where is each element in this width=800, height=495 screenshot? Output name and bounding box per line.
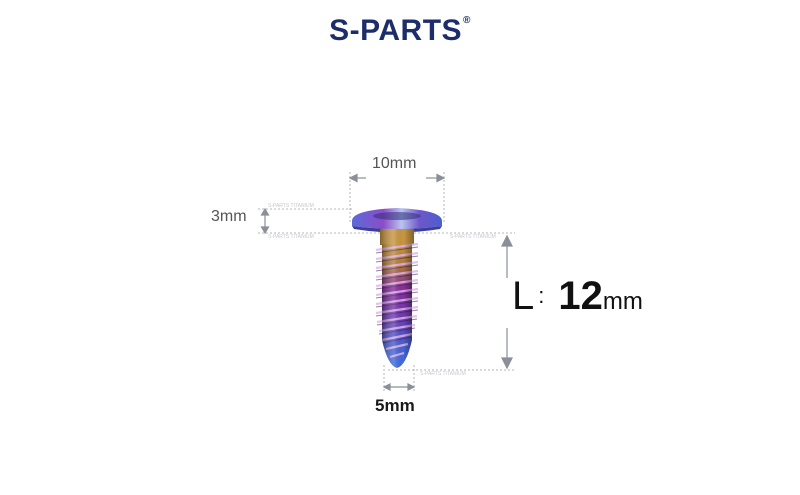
- dimension-arrows: [260, 173, 513, 391]
- length-unit: mm: [602, 288, 643, 315]
- watermark-text: S-PARTS TITANIUM: [268, 234, 314, 240]
- watermark-text: S-PARTS TITANIUM: [268, 203, 314, 209]
- titanium-screw: [352, 208, 442, 368]
- brand-logo: S-PARTS®: [0, 14, 800, 48]
- length-value: 12: [558, 274, 603, 318]
- head-diameter-label: 10mm: [372, 155, 417, 172]
- registered-mark: ®: [463, 15, 471, 26]
- watermark-text: S-PARTS TITANIUM: [420, 371, 466, 377]
- length-label: L:12mm: [512, 274, 643, 319]
- length-separator: :: [538, 283, 545, 308]
- watermark: S-PARTS TITANIUM S-PARTS TITANIUM S-PART…: [268, 203, 496, 377]
- brand-name: S-PARTS: [329, 14, 463, 47]
- length-letter: L: [512, 274, 535, 318]
- head-height-label: 3mm: [211, 208, 247, 225]
- watermark-text: S-PARTS TITANIUM: [450, 234, 496, 240]
- screw-drive: [373, 212, 421, 220]
- shank-diameter-label: 5mm: [375, 396, 415, 415]
